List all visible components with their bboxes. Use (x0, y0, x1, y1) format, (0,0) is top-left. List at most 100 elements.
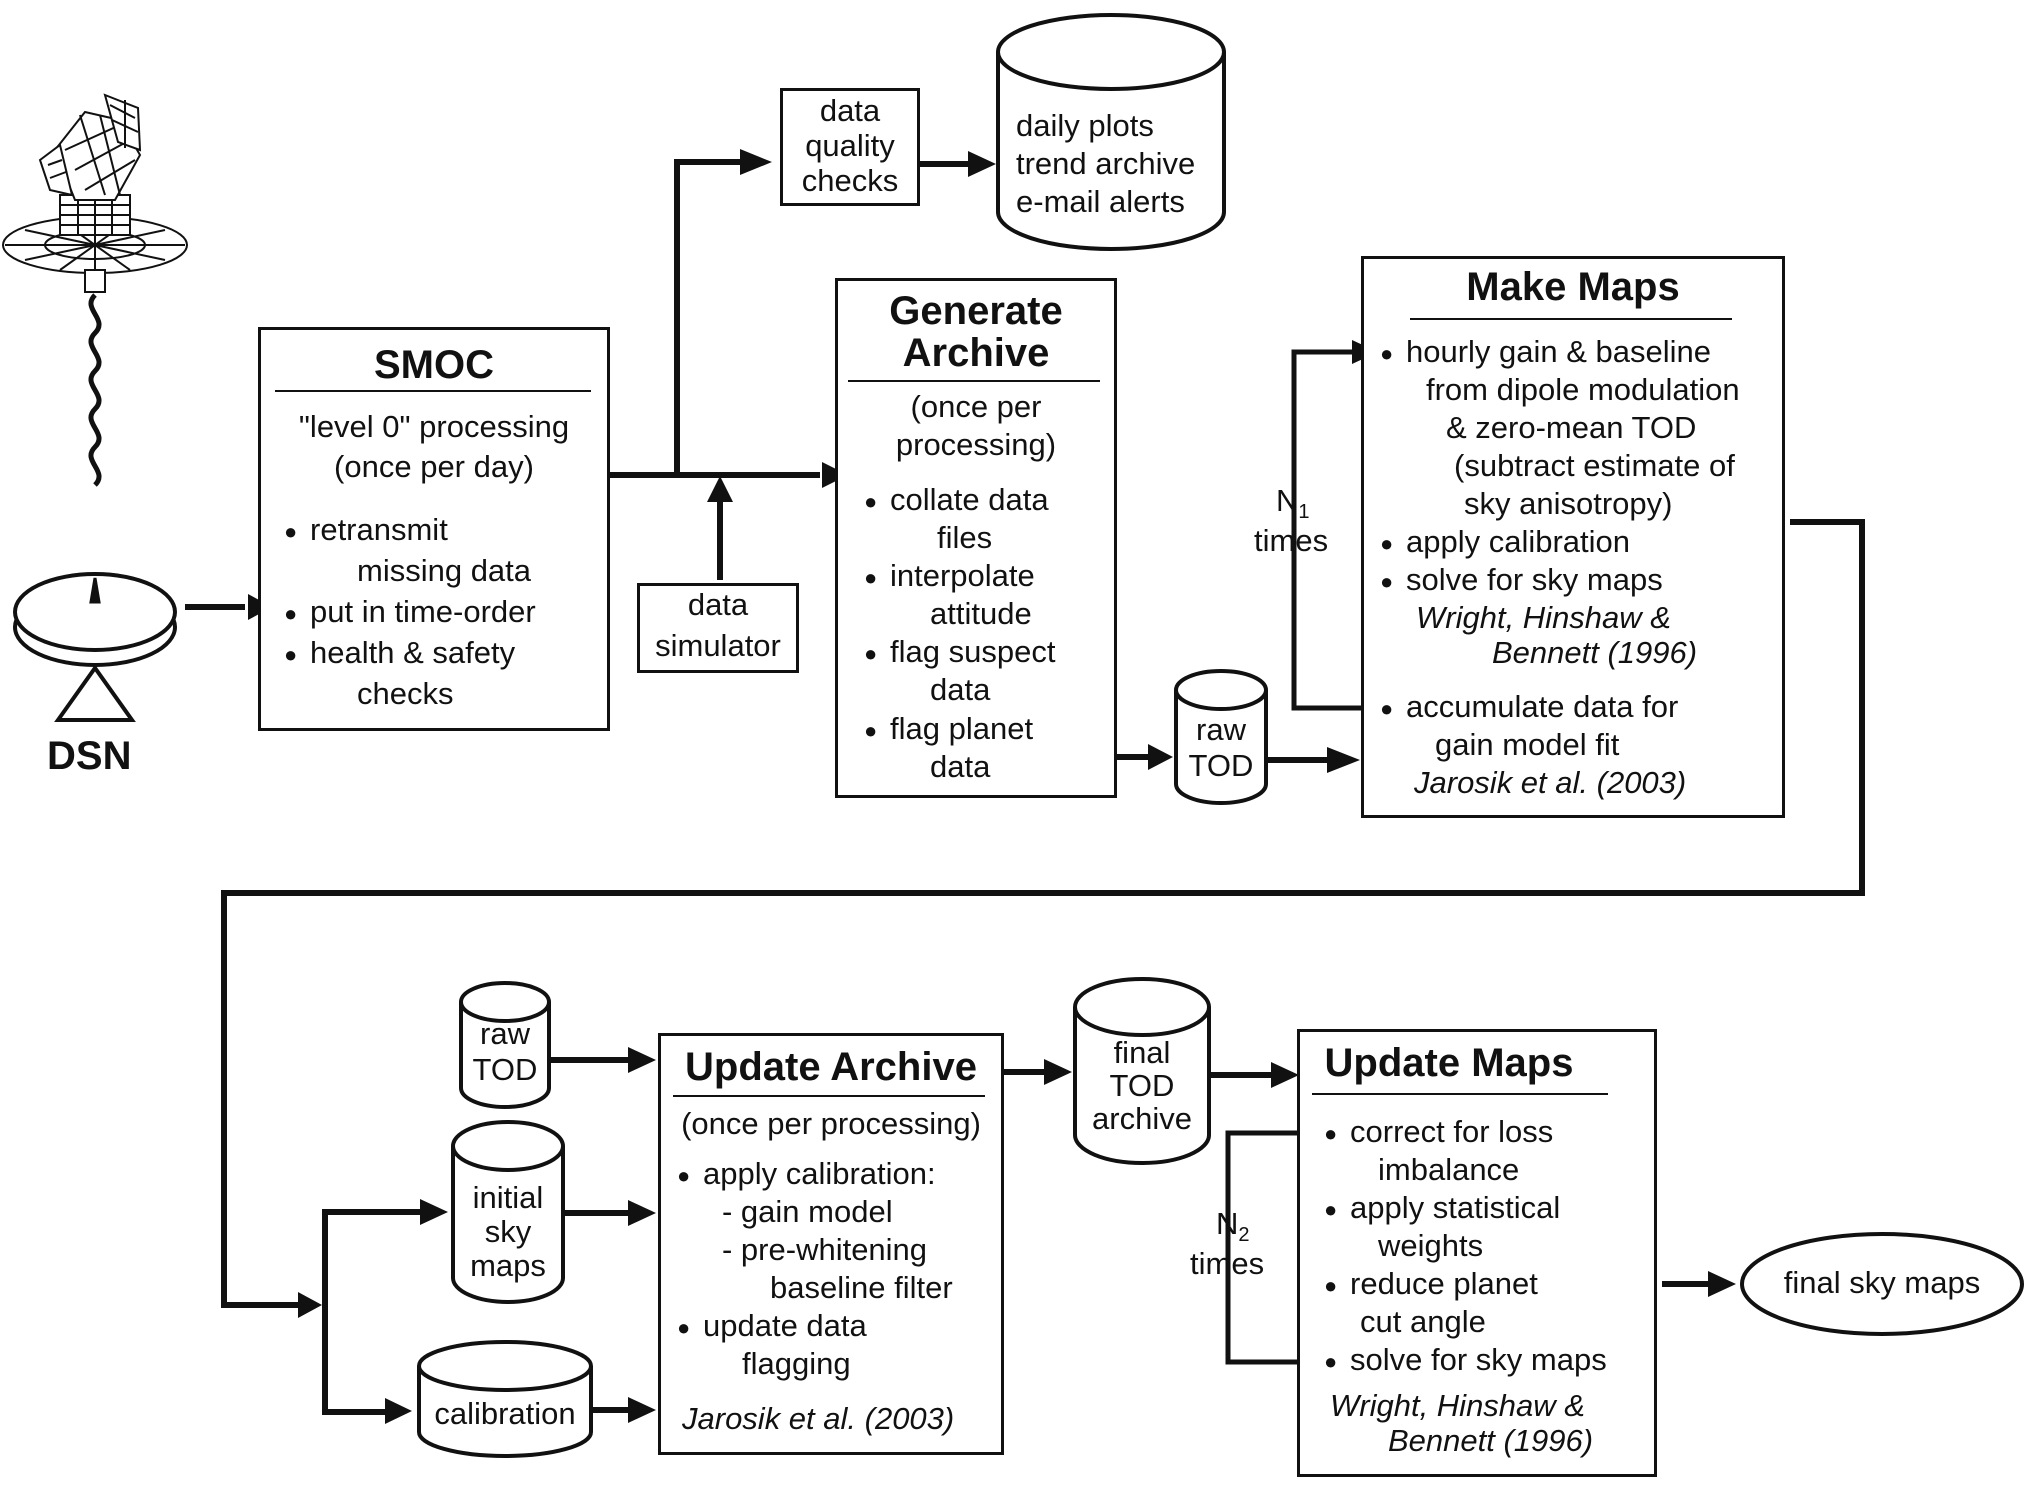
loop-n1-times: times (1254, 523, 1329, 558)
quality-line-3: checks (801, 163, 899, 198)
initial-maps-line-2: sky (484, 1214, 532, 1249)
generate-title-1: Generate (889, 289, 1063, 333)
update-archive-line-7: Jarosik et al. (2003) (682, 1401, 955, 1436)
data-quality-box (780, 88, 920, 206)
make-maps-line-7: solve for sky maps (1380, 561, 1663, 601)
smoc-title-rule (275, 390, 591, 392)
outputs-line-2: trend archive (1016, 146, 1196, 181)
raw-tod-1-line-1: raw (1196, 712, 1246, 747)
update-archive-line-6: flagging (742, 1346, 851, 1381)
final-sky-maps-shape (1740, 1232, 2024, 1336)
raw-tod-1-line-2: TOD (1188, 748, 1254, 783)
smoc-subtitle-2: (once per day) (334, 449, 534, 484)
update-archive-line-4: baseline filter (770, 1270, 953, 1305)
make-maps-line-5: sky anisotropy) (1464, 486, 1673, 521)
raw-tod-2-shape (459, 981, 551, 1109)
generate-item-3: flag suspect (864, 633, 1056, 673)
make-maps-line-11: gain model fit (1435, 727, 1620, 762)
update-maps-line-4: weights (1378, 1228, 1484, 1263)
update-maps-line-7: solve for sky maps (1324, 1341, 1607, 1381)
generate-archive-box (835, 278, 1117, 798)
update-maps-title-rule (1312, 1093, 1608, 1095)
generate-subtitle-1: (once per (910, 389, 1042, 424)
update-archive-line-1: apply calibration: (677, 1155, 936, 1195)
loop-n1 (1291, 349, 1372, 711)
outputs-line-3: e-mail alerts (1016, 184, 1185, 219)
make-maps-line-1: hourly gain & baseline (1380, 333, 1711, 373)
generate-item-2: interpolate (864, 557, 1035, 597)
initial-maps-shape (451, 1120, 565, 1304)
make-maps-line-3: & zero-mean TOD (1446, 410, 1697, 445)
loop-n1-sub: 1 (1298, 501, 1310, 524)
arrow-to-quality (674, 159, 740, 475)
initial-maps-line-3: maps (470, 1248, 546, 1283)
raw-tod-2-line-2: TOD (472, 1052, 538, 1087)
make-maps-line-2: from dipole modulation (1426, 372, 1740, 407)
update-archive-title-rule (673, 1095, 985, 1097)
smoc-subtitle-1: "level 0" processing (298, 409, 570, 444)
calibration-label: calibration (434, 1396, 576, 1431)
connector-row (221, 519, 1865, 1308)
smoc-item-1: retransmit (284, 511, 448, 551)
generate-item-1: collate data (864, 481, 1048, 521)
outputs-cylinder-shape (996, 13, 1226, 251)
update-maps-box (1297, 1029, 1657, 1477)
final-sky-maps-ellipse: final sky maps (1738, 1230, 2026, 1338)
make-maps-title: Make Maps (1466, 265, 1680, 309)
make-maps-line-12: Jarosik et al. (2003) (1414, 765, 1687, 800)
make-maps-line-9: Bennett (1996) (1492, 635, 1698, 670)
outputs-cylinder (995, 12, 1227, 252)
make-maps-line-10: accumulate data for (1380, 688, 1678, 728)
final-tod-line-1: final (1113, 1035, 1171, 1070)
smoc-title: SMOC (374, 343, 494, 387)
dsn-label: DSN (47, 734, 132, 778)
smoc-item-3: health & safety (284, 634, 515, 674)
loop-n1-label: N1 (1276, 482, 1310, 531)
loop-n2-sub: 2 (1238, 1224, 1250, 1247)
update-maps-line-8: Wright, Hinshaw & (1330, 1388, 1585, 1423)
update-archive-title: Update Archive (685, 1045, 977, 1089)
update-maps-line-5: reduce planet (1324, 1265, 1538, 1305)
smoc-item-3-cont: checks (357, 676, 454, 711)
update-archive-line-5: update data (677, 1307, 867, 1347)
raw-tod-2-line-1: raw (480, 1016, 530, 1051)
generate-title-rule (848, 380, 1100, 382)
update-archive-subtitle: (once per processing) (681, 1106, 981, 1141)
smoc-item-2: put in time-order (284, 593, 536, 633)
generate-item-2-cont: attitude (930, 596, 1032, 631)
make-maps-line-6: apply calibration (1380, 523, 1630, 563)
initial-sky-maps-cylinder: initial sky maps (450, 1118, 566, 1308)
make-maps-line-8: Wright, Hinshaw & (1416, 600, 1671, 635)
smoc-item-1-cont: missing data (357, 553, 532, 588)
calibration-cylinder: calibration (416, 1338, 594, 1460)
update-maps-line-2: imbalance (1378, 1152, 1520, 1187)
loop-n1-symbol: N (1276, 483, 1299, 518)
update-maps-line-1: correct for loss (1324, 1113, 1553, 1153)
update-archive-line-3: - pre-whitening (722, 1232, 928, 1267)
update-maps-line-9: Bennett (1996) (1388, 1423, 1594, 1458)
make-maps-line-4: (subtract estimate of (1454, 448, 1735, 483)
generate-title-2: Archive (902, 331, 1050, 375)
final-tod-line-3: archive (1092, 1101, 1192, 1136)
generate-item-4: flag planet (864, 710, 1033, 750)
quality-line-1: data (819, 93, 881, 128)
simulator-line-2: simulator (655, 628, 781, 663)
generate-subtitle-2: processing) (895, 427, 1057, 462)
raw-tod-1-shape (1174, 669, 1268, 805)
data-simulator-box (637, 583, 799, 673)
calibration-shape (417, 1340, 593, 1458)
raw-tod-cylinder-2: raw TOD (458, 980, 552, 1110)
initial-maps-line-1: initial (472, 1180, 544, 1215)
branch-calibration (322, 1305, 395, 1415)
make-maps-title-rule (1410, 318, 1732, 320)
update-maps-line-3: apply statistical (1324, 1189, 1560, 1229)
branch-initial (322, 1209, 425, 1305)
raw-tod-cylinder-1: raw TOD (1173, 668, 1269, 806)
simulator-line-1: data (687, 587, 749, 622)
update-archive-box (658, 1033, 1004, 1455)
loop-n2-label: N2 (1216, 1205, 1250, 1254)
generate-item-3-cont: data (930, 672, 991, 707)
